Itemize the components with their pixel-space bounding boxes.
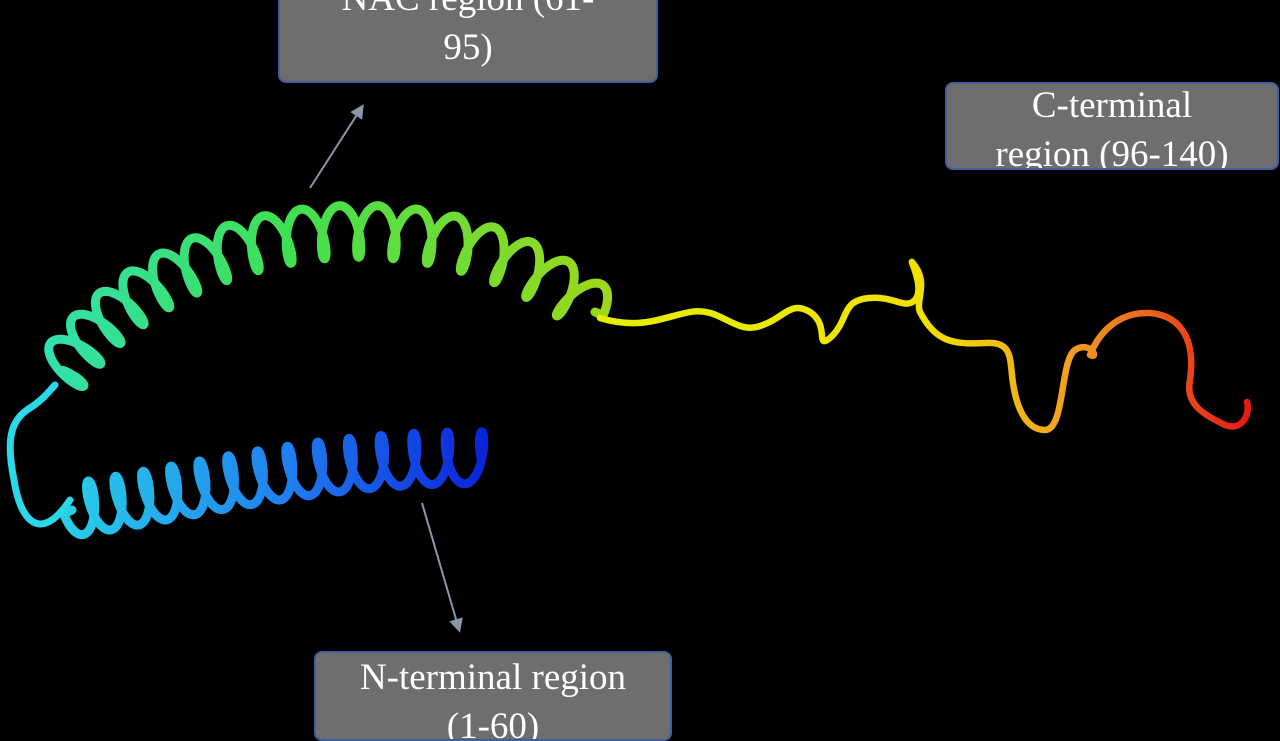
c-terminal-region-label: C-terminal region (96-140) bbox=[945, 82, 1279, 170]
cyan-loop bbox=[6, 381, 74, 528]
c-terminal-label-line-2: region (96-140) bbox=[995, 134, 1229, 170]
nac-helix bbox=[44, 201, 613, 391]
nac-region-label: NAC region (61- 95) bbox=[278, 0, 658, 83]
n-terminal-region-label: N-terminal region (1-60) bbox=[314, 651, 672, 741]
n-terminal-helix bbox=[59, 427, 489, 540]
c-terminal-label-line-1: C-terminal bbox=[1031, 85, 1193, 126]
nac-label-line-2: 95) bbox=[443, 27, 493, 68]
protein-structure-diagram bbox=[6, 104, 1251, 633]
n-terminal-label-line-1: N-terminal region bbox=[359, 657, 627, 698]
n-terminal-pointer-arrow bbox=[421, 502, 463, 633]
nac-pointer-arrow bbox=[309, 104, 364, 189]
n-terminal-label-line-2: (1-60) bbox=[446, 706, 540, 741]
c-terminal-coil bbox=[596, 258, 1251, 434]
nac-label-line-1: NAC region (61- bbox=[280, 0, 656, 23]
